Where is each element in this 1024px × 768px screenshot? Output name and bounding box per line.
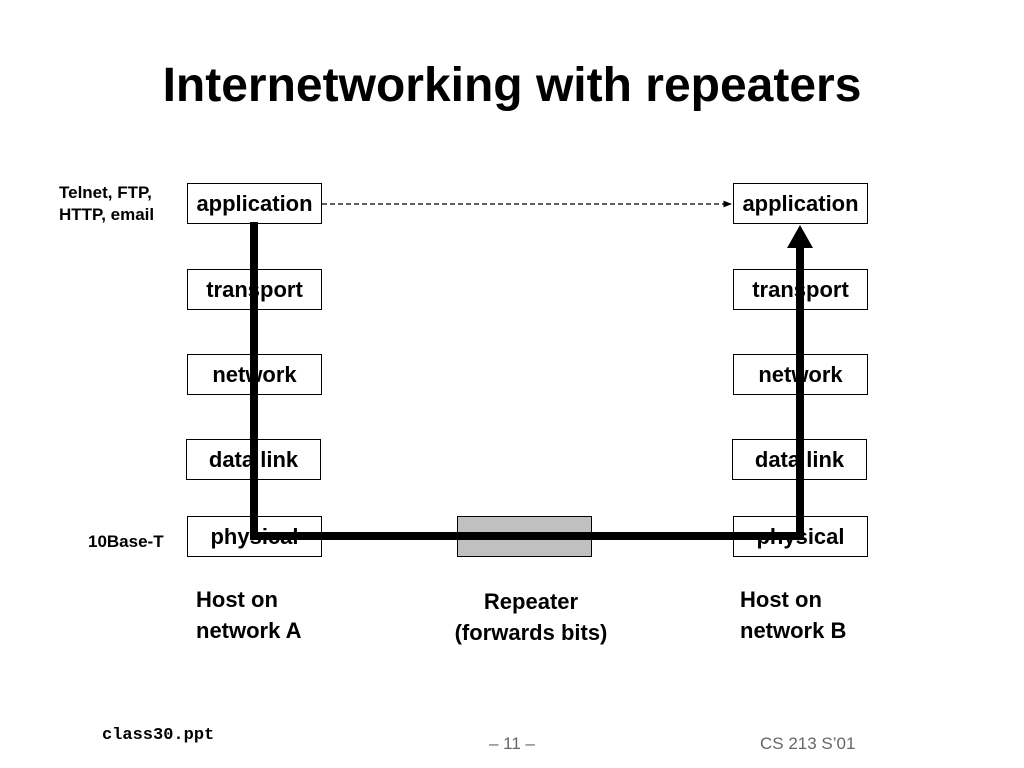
host-a-application-layer: application: [187, 183, 322, 224]
repeater-caption: Repeater (forwards bits): [454, 589, 608, 645]
footer-filename: class30.ppt: [102, 726, 215, 745]
bit-flow-path: [250, 222, 804, 540]
footer-course: CS 213 S’01: [760, 734, 856, 753]
footer-page-number: – 11 –: [488, 734, 535, 753]
host-b-application-layer: application: [733, 183, 868, 224]
host-b-caption: Host on network B: [740, 587, 847, 643]
host-a-caption: Host on network A: [196, 587, 302, 643]
bit-flow-arrowhead: [787, 225, 813, 248]
physical-medium-label: 10Base-T: [88, 532, 164, 551]
application-protocols-label: Telnet, FTP, HTTP, email: [59, 183, 155, 224]
slide-title: Internetworking with repeaters: [162, 59, 862, 112]
